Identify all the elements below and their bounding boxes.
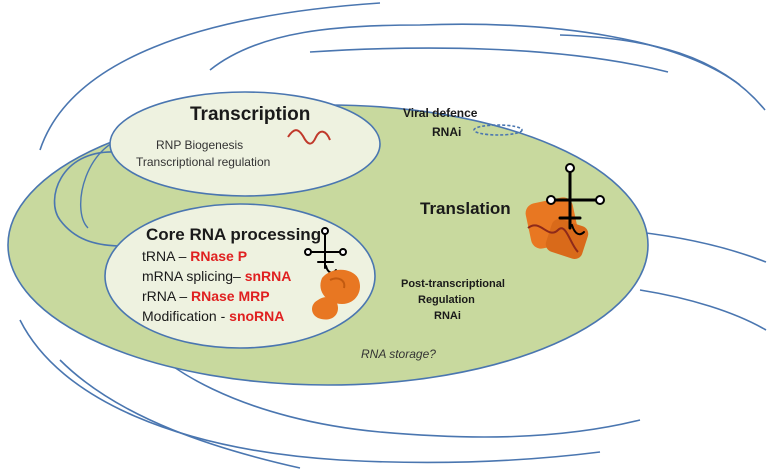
- flagellum-right-1: [637, 231, 767, 263]
- post-transcriptional-label: Post-transcriptional: [401, 278, 505, 290]
- core-row-highlight: RNase P: [190, 248, 248, 264]
- rnp-biogenesis-label: RNP Biogenesis: [156, 138, 244, 152]
- transcriptional-regulation-label: Transcriptional regulation: [136, 155, 271, 169]
- flagellum-top-1: [39, 2, 381, 151]
- rnase-protein: [312, 269, 361, 320]
- transcription-title: Transcription: [190, 104, 311, 125]
- core-processing-title: Core RNA processing: [146, 225, 322, 244]
- transcription-compartment: [109, 91, 381, 197]
- core-processing-compartment: [104, 203, 376, 349]
- flagellum-top-2: [209, 23, 741, 86]
- core-row-highlight: snRNA: [244, 268, 292, 284]
- core-row-rrna: rRNA – RNase MRP: [142, 288, 270, 304]
- core-row-prefix: mRNA splicing–: [142, 268, 245, 284]
- rna-strand-translation: [527, 224, 579, 253]
- core-row-prefix: Modification -: [142, 308, 230, 324]
- rna-storage-label: RNA storage?: [361, 347, 436, 361]
- core-row-trna: tRNA – RNase P: [142, 248, 247, 264]
- flagellum-right-2: [639, 289, 767, 331]
- core-row-prefix: rRNA –: [142, 288, 192, 304]
- dashed-rna-ring: [473, 124, 523, 136]
- post-rnai-label: RNAi: [434, 310, 461, 322]
- flagellum-bottom-2: [19, 319, 601, 464]
- ribosome-protein: [525, 197, 589, 259]
- trna-icon-translation: [546, 163, 605, 236]
- translation-title: Translation: [420, 199, 511, 218]
- viral-defence-label: Viral defence: [403, 106, 478, 120]
- core-row-prefix: tRNA –: [142, 248, 191, 264]
- core-row-mrna: mRNA splicing– snRNA: [142, 268, 291, 284]
- connector-loop: [53, 151, 119, 247]
- core-row-modification: Modification - snoRNA: [142, 308, 284, 324]
- core-row-highlight: RNase MRP: [191, 288, 270, 304]
- regulation-label: Regulation: [418, 294, 475, 306]
- core-row-highlight: snoRNA: [229, 308, 285, 324]
- viral-rnai-label: RNAi: [432, 125, 462, 139]
- flagellum-top-3: [309, 47, 669, 73]
- flagellum-bottom-3: [59, 359, 301, 469]
- rna-strand-transcription: [287, 129, 331, 145]
- flagellum-top-4: [559, 34, 766, 111]
